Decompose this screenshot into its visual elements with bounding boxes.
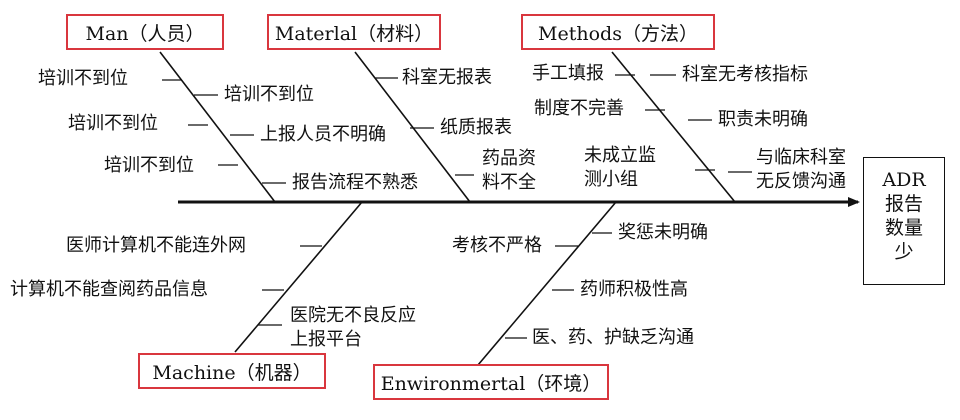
bone-material [354, 51, 471, 203]
cause-methods-4: 职责未明确 [718, 109, 808, 130]
cause-man-4: 培训不到位 [104, 155, 194, 176]
cause-environment-4: 医、药、护缺乏沟通 [532, 327, 694, 348]
cause-man-5: 上报人员不明确 [260, 124, 386, 145]
cause-environment-3: 药师积极性高 [580, 279, 688, 300]
category-methods: Methods（方法） [521, 14, 715, 50]
cause-machine-2: 计算机不能查阅药品信息 [10, 279, 208, 300]
cause-machine-3b: 上报平台 [290, 329, 362, 350]
cause-material-1: 科室无报表 [402, 67, 492, 88]
cause-methods-3: 制度不完善 [534, 98, 624, 119]
category-man: Man（人员） [66, 14, 224, 50]
cause-man-6: 报告流程不熟悉 [292, 172, 418, 193]
bone-man [159, 51, 276, 203]
cause-methods-6b: 无反馈沟通 [756, 171, 846, 192]
category-environment: Enwironmertal（环境） [373, 364, 609, 400]
effect-line-1: ADR [882, 169, 926, 191]
effect-line-3: 数量 [884, 217, 923, 239]
cause-man-1: 培训不到位 [38, 68, 128, 89]
cause-methods-2: 科室无考核指标 [682, 64, 808, 85]
cause-man-3: 培训不到位 [68, 113, 158, 134]
cause-man-2: 培训不到位 [224, 84, 314, 105]
cause-environment-1: 考核不严格 [452, 235, 542, 256]
bone-environment [477, 201, 617, 366]
category-material: Materlal（材料） [267, 14, 441, 50]
effect-line-2: 报告 [884, 193, 923, 215]
cause-material-2: 纸质报表 [440, 117, 512, 138]
cause-material-3b: 料不全 [482, 172, 536, 193]
cause-methods-5b: 测小组 [584, 169, 638, 190]
cause-environment-2: 奖惩未明确 [618, 222, 708, 243]
cause-machine-1: 医师计算机不能连外网 [66, 235, 246, 256]
bone-machine [234, 201, 363, 353]
effect-box: ADR 报告 数量 少 [863, 157, 945, 285]
effect-line-4: 少 [894, 241, 914, 263]
cause-methods-1: 手工填报 [532, 63, 604, 84]
cause-methods-6a: 与临床科室 [756, 147, 846, 168]
cause-methods-5a: 未成立监 [584, 145, 656, 166]
category-machine: Machine（机器） [138, 353, 326, 389]
cause-machine-3a: 医院无不良反应 [290, 305, 416, 326]
cause-material-3a: 药品资 [482, 148, 536, 169]
bone-methods [611, 51, 736, 203]
